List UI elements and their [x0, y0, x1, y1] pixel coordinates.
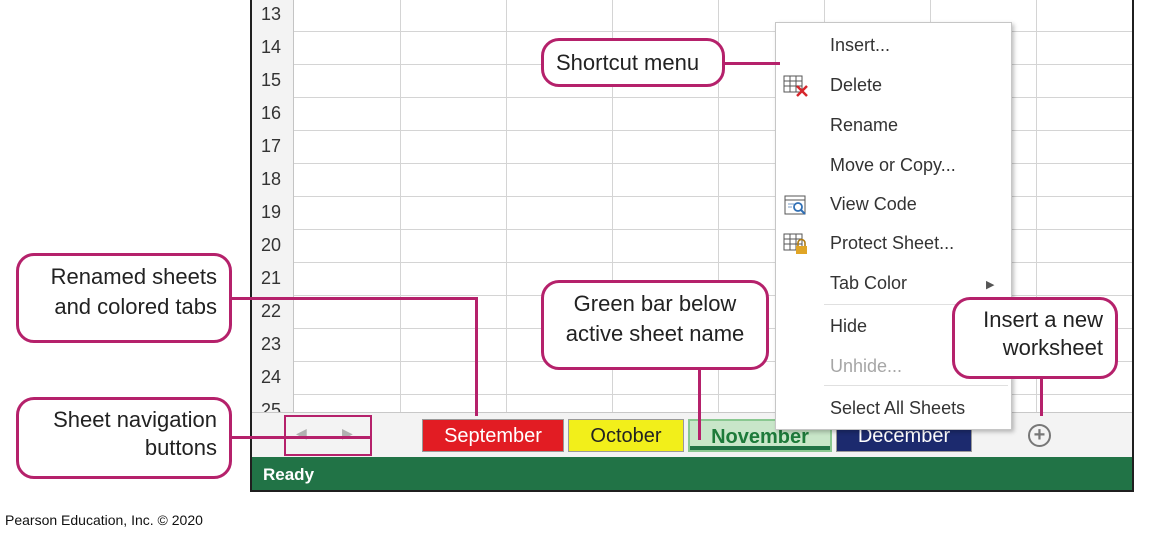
menu-item-view-code[interactable]: View Code	[830, 194, 917, 214]
row-header[interactable]: 20	[252, 230, 294, 263]
new-sheet-button[interactable]: +	[1028, 424, 1051, 447]
prev-sheet-button[interactable]: ◀	[296, 425, 307, 441]
row-header[interactable]: 21	[252, 263, 294, 296]
menu-item-unhide: Unhide...	[830, 356, 903, 376]
menu-item-protect-sheet[interactable]: Protect Sheet...	[830, 233, 955, 253]
grid-row[interactable]: 16	[252, 98, 1132, 131]
column-gridline	[400, 0, 401, 412]
column-gridline	[1036, 0, 1037, 412]
status-bar: Ready	[252, 457, 1132, 490]
grid-row[interactable]: 13	[252, 0, 1132, 32]
row-header[interactable]: 19	[252, 197, 294, 230]
callout-shortcut-menu: Shortcut menu	[541, 38, 725, 87]
callout-green-bar: Green bar below active sheet name	[541, 280, 769, 370]
plus-icon: +	[1033, 424, 1046, 446]
sheet-tab-september[interactable]: September	[422, 419, 564, 452]
callout-leader	[698, 370, 701, 440]
row-header[interactable]: 16	[252, 98, 294, 131]
callout-leader	[722, 62, 780, 65]
menu-item-select-all-sheets[interactable]: Select All Sheets	[830, 398, 966, 418]
row-header[interactable]: 17	[252, 131, 294, 164]
menu-separator	[824, 385, 1008, 386]
sheet-tab-label: November	[711, 426, 809, 448]
column-gridline	[718, 0, 719, 412]
menu-item-delete[interactable]: Delete	[830, 75, 883, 95]
grid-row[interactable]: 24	[252, 362, 1132, 395]
active-sheet-indicator	[690, 446, 830, 450]
grid-row[interactable]: 20	[252, 230, 1132, 263]
sheet-tab-october[interactable]: October	[568, 419, 684, 452]
menu-item-tab-color[interactable]: Tab Color	[830, 273, 908, 293]
grid-row[interactable]: 15	[252, 65, 1132, 98]
column-gridline	[506, 0, 507, 412]
worksheet-grid[interactable]: 13 14 15 16 17 18 19 20 21 22 23 24 25	[252, 0, 1132, 428]
copyright-credit: Pearson Education, Inc. © 2020	[5, 512, 203, 528]
view-code-icon	[784, 195, 806, 215]
row-header[interactable]: 24	[252, 362, 294, 395]
menu-item-insert[interactable]: Insert...	[830, 35, 891, 55]
callout-leader	[475, 297, 478, 416]
status-text: Ready	[263, 465, 315, 484]
callout-leader	[230, 297, 478, 300]
menu-separator	[824, 304, 1008, 305]
callout-text: Green bar below	[573, 291, 737, 316]
row-header[interactable]: 15	[252, 65, 294, 98]
grid-row[interactable]: 17	[252, 131, 1132, 164]
submenu-arrow-icon: ▶	[986, 279, 995, 291]
callout-text: and colored tabs	[54, 294, 217, 319]
callout-leader	[1040, 378, 1043, 416]
callout-text: Renamed sheets	[50, 264, 217, 289]
callout-text: Shortcut menu	[556, 50, 700, 75]
menu-item-rename[interactable]: Rename	[830, 115, 899, 135]
next-sheet-button[interactable]: ▶	[342, 425, 353, 441]
menu-item-move-copy[interactable]: Move or Copy...	[830, 155, 956, 175]
callout-renamed-sheets: Renamed sheets and colored tabs	[16, 253, 232, 343]
callout-text: worksheet	[1002, 335, 1103, 360]
callout-sheet-navigation: Sheet navigation buttons	[16, 397, 232, 479]
grid-row[interactable]: 18	[252, 164, 1132, 197]
row-header[interactable]: 13	[252, 0, 294, 32]
callout-text: Sheet navigation	[53, 407, 217, 432]
row-header[interactable]: 14	[252, 32, 294, 65]
menu-item-hide[interactable]: Hide	[830, 316, 868, 336]
callout-text: buttons	[144, 435, 217, 460]
row-header[interactable]: 18	[252, 164, 294, 197]
row-header[interactable]: 22	[252, 296, 294, 329]
nav-buttons-highlight	[284, 415, 372, 456]
column-gridline	[612, 0, 613, 412]
delete-sheet-icon	[783, 75, 808, 97]
callout-insert-worksheet: Insert a new worksheet	[952, 297, 1118, 379]
grid-row[interactable]: 19	[252, 197, 1132, 230]
sheet-tab-november[interactable]: November	[688, 419, 832, 452]
callout-leader	[230, 436, 370, 439]
protect-sheet-icon	[783, 233, 807, 254]
callout-text: active sheet name	[565, 321, 745, 346]
row-header[interactable]: 23	[252, 329, 294, 362]
callout-text: Insert a new	[983, 307, 1103, 332]
